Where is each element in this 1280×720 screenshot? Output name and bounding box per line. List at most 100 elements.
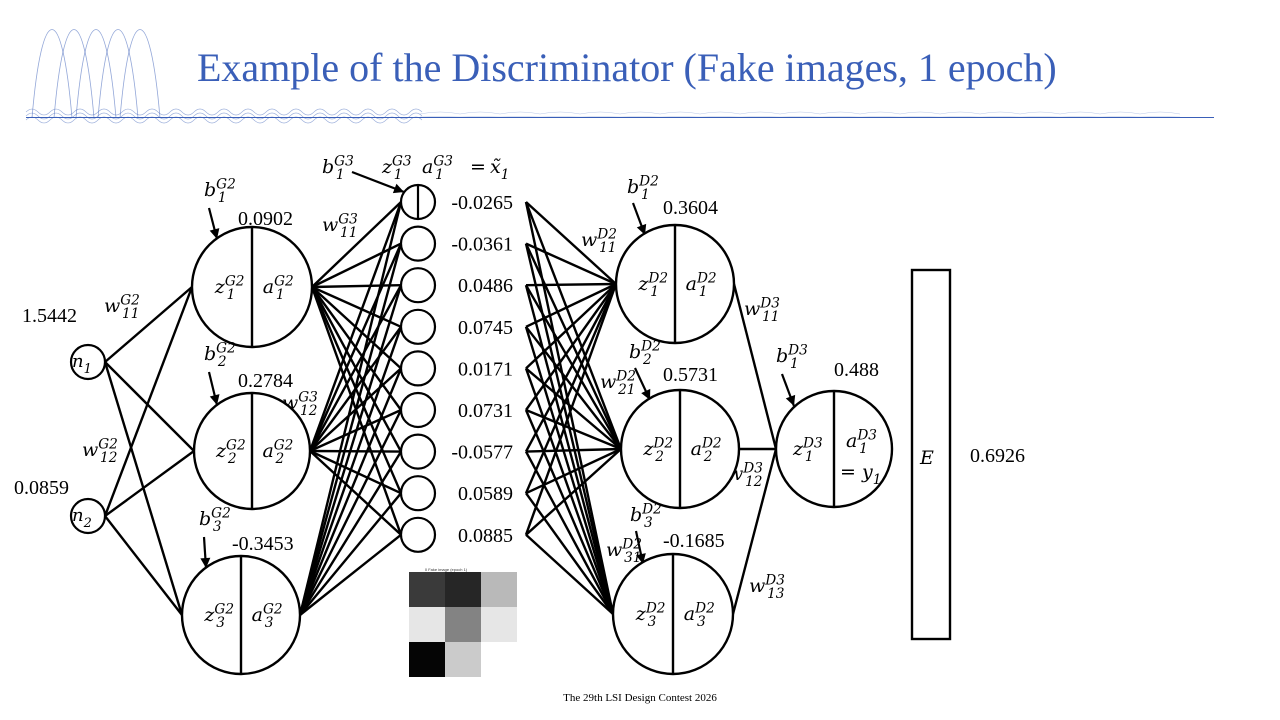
connection-line <box>104 286 193 363</box>
discriminator-hidden-neuron-1-a-sub: 1 <box>699 284 708 300</box>
weight-label-w13-d3-sub: 13 <box>767 586 785 602</box>
discriminator-hidden-neuron-1-a-sup: D2 <box>696 270 717 286</box>
discriminator-hidden-neuron-2-z-base: z <box>642 438 654 460</box>
fake-image-pixel <box>445 642 481 677</box>
connection-line <box>298 243 403 616</box>
bias-label-g3-1-sup: G3 <box>334 153 354 169</box>
bias-label-g2-1-base: b <box>204 179 216 201</box>
connection-line <box>299 492 402 616</box>
bias-arrow-g2-3-head <box>200 557 211 568</box>
weight-label-w31-d2-base: w <box>606 539 622 561</box>
connection-line <box>299 533 402 616</box>
bias-label-d2-3-sup: D2 <box>641 501 662 517</box>
connection-line <box>524 284 623 450</box>
weight-label-w11-d2-base: w <box>581 229 597 251</box>
bias-label-d2-1-base: b <box>627 176 639 198</box>
connection-line <box>524 283 618 453</box>
discriminator-output-value: 0.488 <box>834 359 879 381</box>
bias-label-d2-3-sub: 3 <box>644 515 653 531</box>
generator-output-neuron <box>399 433 437 470</box>
discriminator-hidden-neuron-2-z-sup: D2 <box>652 435 673 451</box>
error-box <box>910 268 952 641</box>
bias-label-g2-2-sub: 2 <box>217 354 227 370</box>
weight-label-w11-g3-sup: G3 <box>338 211 358 227</box>
connection-line <box>524 326 615 615</box>
discriminator-hidden-neuron-3-a-sup: D2 <box>694 600 715 616</box>
generator-hidden-neuron-3-z-sup: G2 <box>214 601 234 617</box>
generator-output-neuron <box>399 267 437 304</box>
a-label-g3-1-base: a <box>422 156 433 178</box>
fake-image-pixel <box>409 642 445 677</box>
connection-line <box>524 451 615 615</box>
discriminator-hidden-neuron-3-z-sup: D2 <box>645 600 666 616</box>
logo-wave <box>119 29 161 119</box>
weight-label-w12-d3-sup: D3 <box>742 460 763 476</box>
weight-label-w11-d3-sup: D3 <box>759 295 780 311</box>
bias-label-g2-3-base: b <box>199 508 211 530</box>
generator-hidden-value-2: 0.2784 <box>238 370 293 392</box>
generator-output-value: 0.0589 <box>458 483 513 505</box>
generator-output-value: 0.0745 <box>458 317 513 339</box>
connection-line <box>525 408 622 451</box>
fake-image-pixel <box>445 572 481 607</box>
fake-image-pixel <box>481 607 517 642</box>
input-value-n2: 0.0859 <box>14 477 69 499</box>
generator-output-value: 0.0731 <box>458 400 513 422</box>
weight-label-w11-g2-sup: G2 <box>120 292 140 308</box>
connection-line <box>310 286 403 453</box>
generator-hidden-neuron-1-a-sub: 1 <box>276 287 285 303</box>
bias-label-d2-3-base: b <box>630 504 642 526</box>
connection-line <box>525 201 617 285</box>
connection-line <box>309 449 402 453</box>
connection-line <box>298 201 403 616</box>
discriminator-output-y: = y1 <box>840 461 881 488</box>
bias-label-g2-2-base: b <box>204 343 216 365</box>
generator-hidden-neuron-2-a-base: a <box>262 440 273 462</box>
generator-hidden-neuron-1-z-base: z <box>214 276 226 298</box>
x-tilde-label-sub: 1 <box>501 167 510 183</box>
logo-wave <box>25 112 423 120</box>
bias-label-g2-1-sup: G2 <box>216 176 236 192</box>
connection-line <box>525 447 622 453</box>
title-rule <box>26 117 1214 118</box>
connection-line <box>311 286 402 411</box>
bias-label-g2-1-sub: 1 <box>218 190 227 206</box>
discriminator-output-a-sub: 1 <box>859 441 868 457</box>
bias-label-g2-3-sub: 3 <box>213 519 222 535</box>
x-tilde-label: x̃1 <box>490 156 509 183</box>
discriminator-output-y-base: y <box>861 461 873 483</box>
connection-line <box>104 515 183 616</box>
generator-hidden-neuron-1-a-base: a <box>263 276 274 298</box>
weight-label-w31-d2-sup: D2 <box>621 536 642 552</box>
logo-wave <box>31 29 73 119</box>
weight-label-w12-g3-sub: 12 <box>300 403 317 419</box>
equals-sign: = <box>470 156 486 178</box>
z-label-g3-1-sub: 1 <box>394 167 403 183</box>
weight-label-w11-d2-sup: D2 <box>596 226 617 242</box>
discriminator-output-a-sup: D3 <box>856 427 877 443</box>
input-neuron-n1 <box>69 343 107 381</box>
generator-output-value: -0.0577 <box>451 442 513 464</box>
weight-label-w12-g2-base: w <box>82 439 98 461</box>
connection-line <box>103 286 194 517</box>
z-label-g3-1-sup: G3 <box>392 153 412 169</box>
connection-line <box>298 326 403 616</box>
weight-label-w12-d3-sub: 12 <box>745 474 762 490</box>
generator-output-value: 0.0885 <box>458 525 513 547</box>
bias-label-g2-3-sup: G2 <box>211 505 231 521</box>
connection-line <box>525 492 614 615</box>
connection-line <box>298 450 403 616</box>
connection-line <box>524 283 618 494</box>
